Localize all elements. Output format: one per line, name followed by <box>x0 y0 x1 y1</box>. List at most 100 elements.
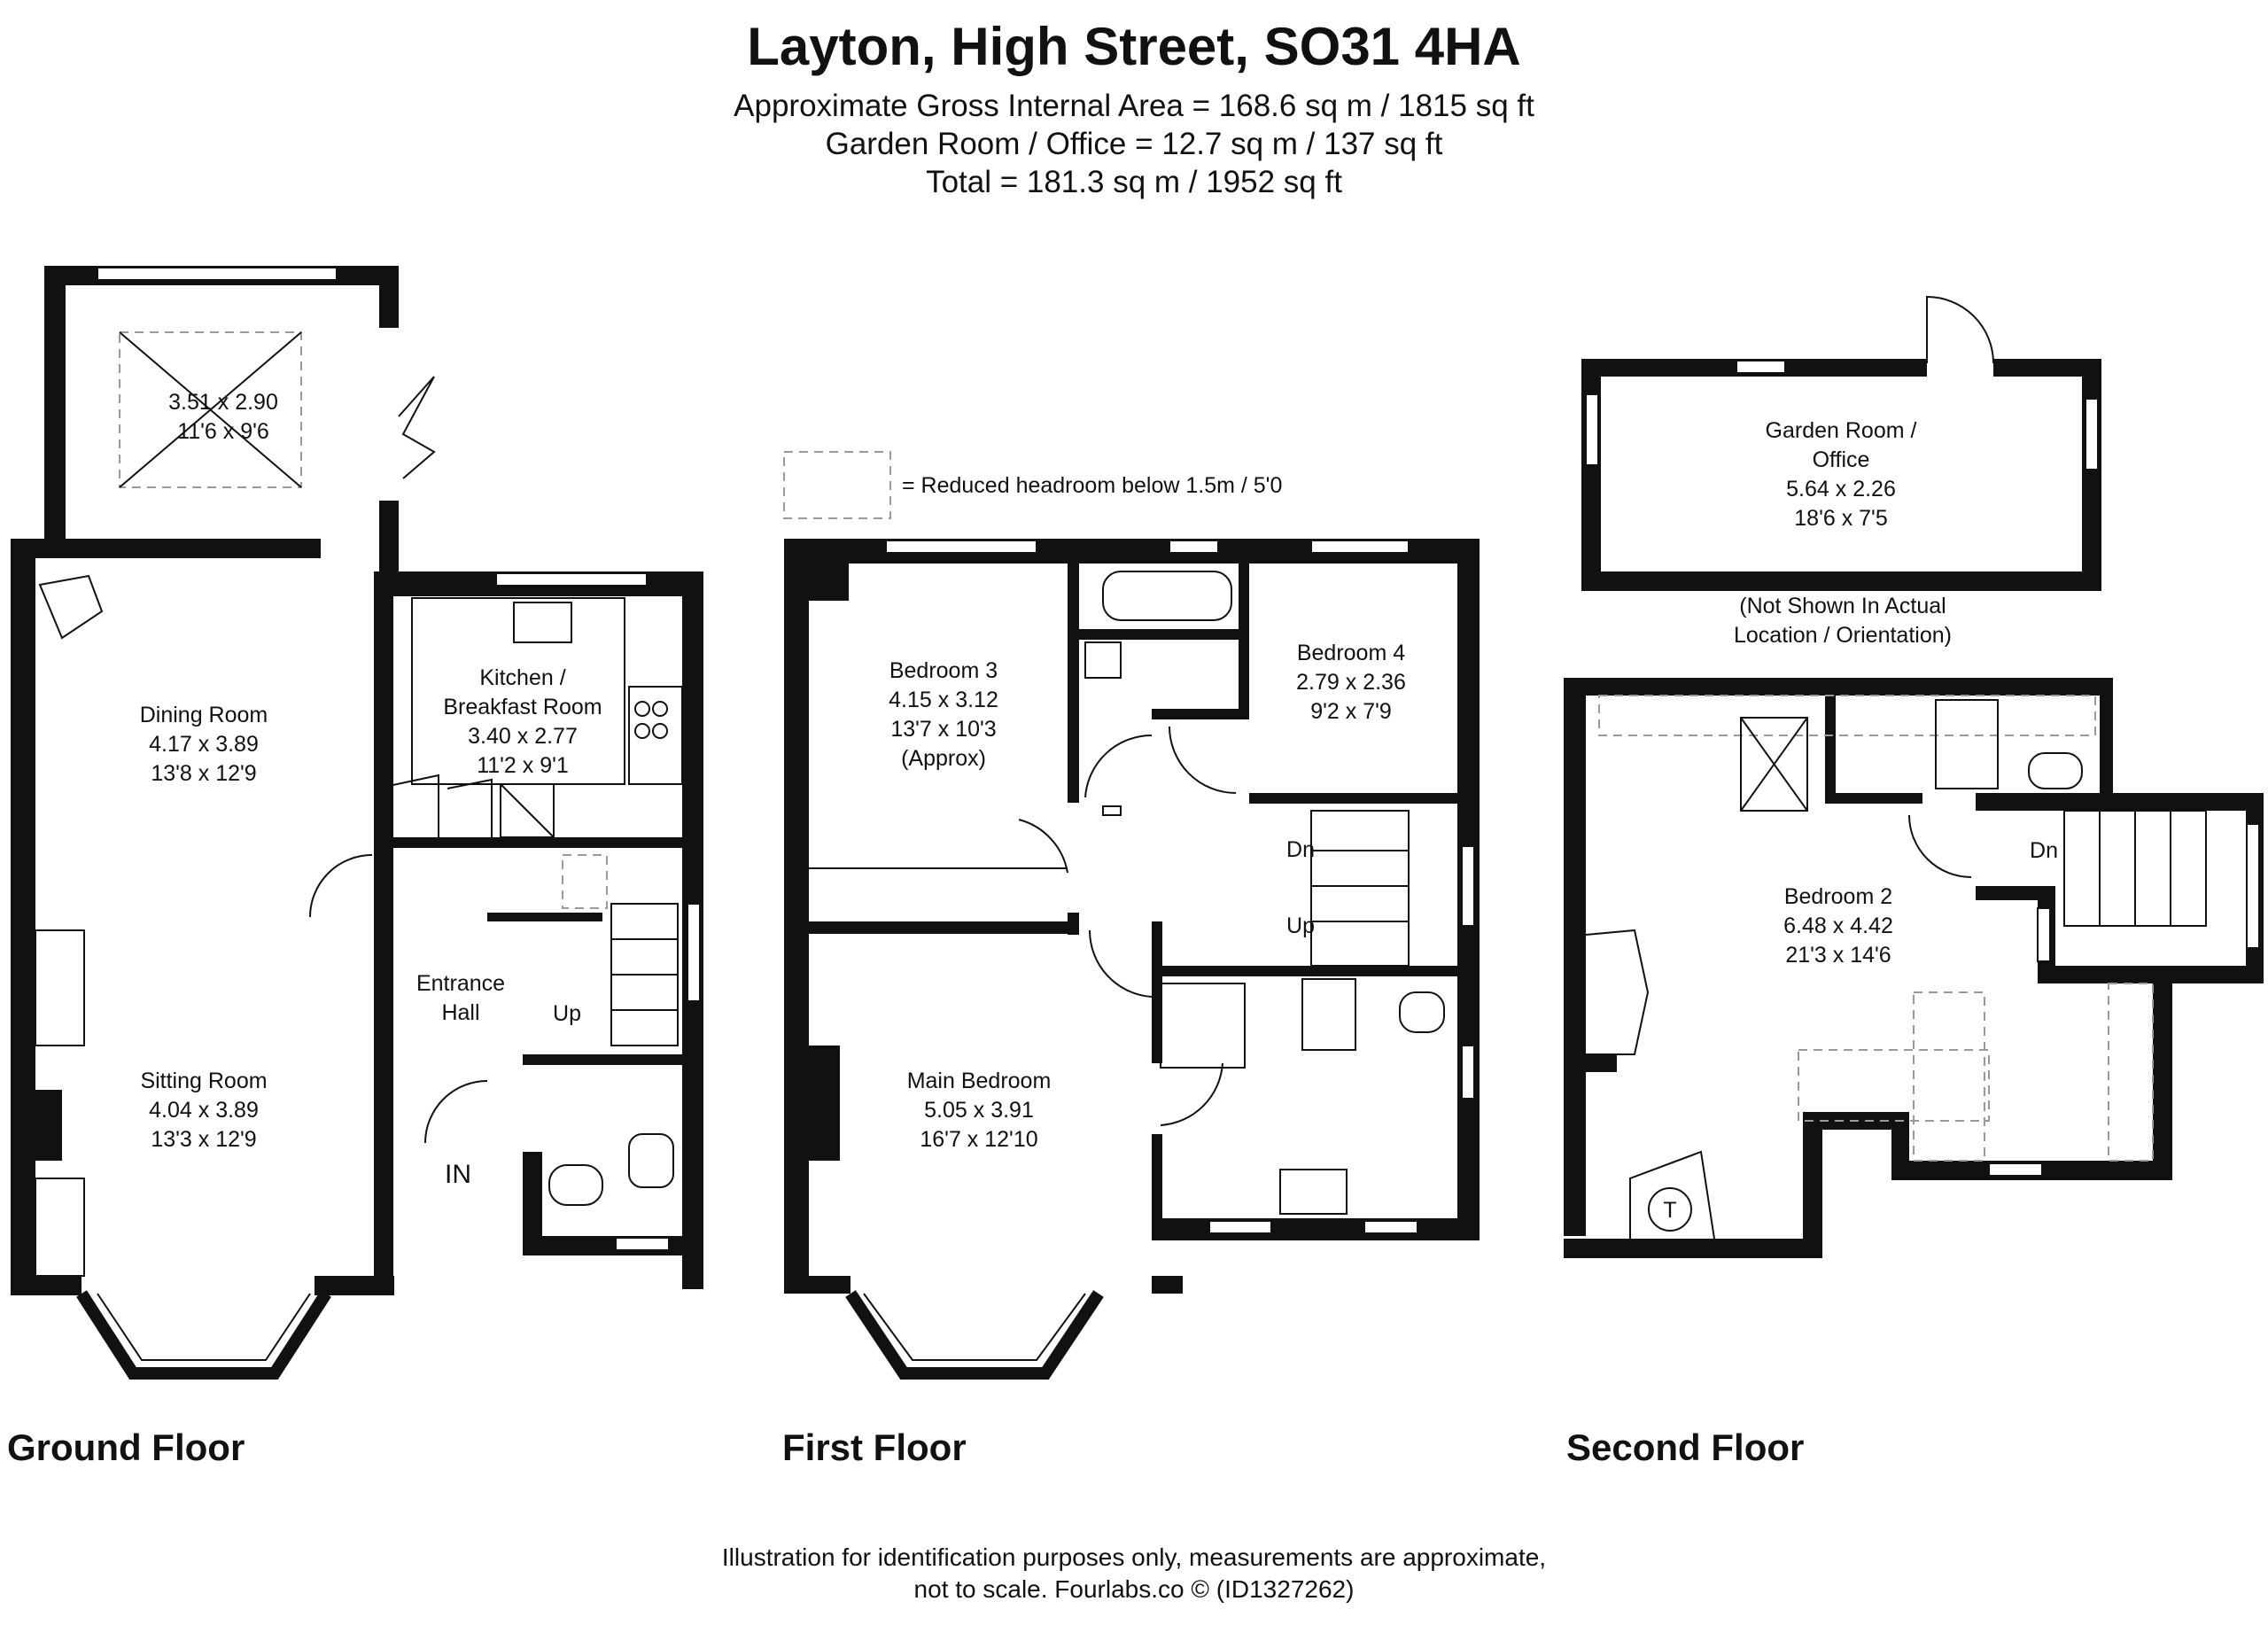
kitchen-metric: 3.40 x 2.77 <box>468 724 578 749</box>
legend-swatch <box>783 451 891 519</box>
second-floor-plan <box>1564 678 2264 1258</box>
wall <box>379 266 399 328</box>
bath <box>1102 571 1232 621</box>
wall <box>1564 678 1586 1236</box>
first-floor-label: First Floor <box>782 1426 967 1468</box>
page-title: Layton, High Street, SO31 4HA <box>747 17 1521 76</box>
sitting-room-metric: 4.04 x 3.89 <box>149 1098 259 1123</box>
kitchen-sink <box>513 602 572 643</box>
hob <box>628 686 683 785</box>
window <box>97 267 338 281</box>
conservatory-metric: 3.51 x 2.90 <box>168 390 278 415</box>
toilet <box>1399 991 1445 1033</box>
bedroom3-note: (Approx) <box>901 746 986 771</box>
window <box>2085 398 2099 470</box>
skylight <box>1740 717 1808 812</box>
shower <box>1935 699 1999 789</box>
hob-ring <box>652 723 668 739</box>
wall <box>374 837 688 848</box>
door-opening <box>1927 354 1993 381</box>
bay-window <box>863 1293 1086 1361</box>
shower <box>1160 983 1246 1069</box>
reduced-headroom-area <box>119 331 302 488</box>
wall <box>1068 564 1079 803</box>
kitchen-name-2: Breakfast Room <box>443 695 602 719</box>
hob-ring <box>634 723 650 739</box>
ground-floor-plan <box>11 266 703 1380</box>
wall <box>11 539 35 1292</box>
kitchen-name-1: Kitchen / <box>479 665 565 690</box>
cupboard <box>447 778 493 837</box>
water-tank-icon <box>1648 1187 1692 1232</box>
bedroom3-imperial: 13'7 x 10'3 <box>890 717 996 742</box>
bedroom4-imperial: 9'2 x 7'9 <box>1310 699 1392 724</box>
wall <box>487 913 602 921</box>
door-swing <box>1169 726 1237 794</box>
wall <box>1564 1239 1822 1258</box>
wall <box>1152 966 1457 976</box>
legend-text: = Reduced headroom below 1.5m / 5'0 <box>902 473 1282 498</box>
orientation-note-1: (Not Shown In Actual <box>1739 594 1946 618</box>
wall <box>784 1276 850 1294</box>
window <box>1363 1220 1418 1234</box>
gross-area-text: Approximate Gross Internal Area = 168.6 … <box>734 89 1534 123</box>
bedroom2-metric: 6.48 x 4.42 <box>1783 913 1893 938</box>
wall <box>1239 564 1249 719</box>
wall <box>2038 966 2264 983</box>
wall <box>1976 793 2264 811</box>
basin <box>628 1133 674 1188</box>
cupboard <box>1301 978 1356 1051</box>
basin <box>1279 1169 1348 1215</box>
door-swing <box>1908 814 1972 878</box>
wall <box>2153 983 2172 1174</box>
toilet <box>2028 752 2083 789</box>
wall <box>1068 913 1079 935</box>
garden-room-name-2: Office <box>1813 447 1870 472</box>
wall <box>1976 886 2055 900</box>
first-stairs-down: Dn <box>1286 837 1315 862</box>
alcove-cupboard <box>35 929 85 1046</box>
disclaimer-line-2: not to scale. Fourlabs.co © (ID1327262) <box>913 1575 1355 1603</box>
second-stairs-down: Dn <box>2030 838 2058 863</box>
wall <box>1581 359 2100 377</box>
bedroom3-metric: 4.15 x 3.12 <box>889 688 998 712</box>
wall <box>523 1152 542 1255</box>
toilet <box>548 1164 603 1206</box>
window <box>1169 540 1219 554</box>
window <box>885 540 1037 554</box>
chimney-breast <box>35 1090 62 1161</box>
cupboard <box>376 773 439 837</box>
window <box>1461 1045 1475 1100</box>
wall <box>1079 629 1239 640</box>
fixture <box>1102 805 1122 816</box>
wall <box>11 1276 82 1295</box>
dining-room-name: Dining Room <box>140 703 268 727</box>
total-area-text: Total = 181.3 sq m / 1952 sq ft <box>926 165 1342 199</box>
wall <box>1152 1276 1183 1294</box>
door-swing <box>1926 295 1994 364</box>
ground-floor-label: Ground Floor <box>7 1426 245 1468</box>
fireplace <box>38 574 104 640</box>
window <box>495 572 648 587</box>
entrance-hall-name-2: Hall <box>441 1000 479 1025</box>
window <box>1988 1162 2043 1177</box>
door-swing <box>309 854 373 918</box>
garden-room-imperial: 18'6 x 7'5 <box>1794 506 1887 531</box>
basin <box>1084 641 1122 679</box>
skylight-line <box>1740 717 1808 812</box>
alcove-cupboard <box>35 1178 85 1277</box>
hob-ring <box>634 701 650 717</box>
window <box>1461 845 1475 927</box>
first-floor-plan <box>784 539 1480 1380</box>
garden-room-labels: Garden Room / Office 5.64 x 2.26 18'6 x … <box>1734 418 1952 648</box>
window <box>615 1237 670 1251</box>
bedroom4-metric: 2.79 x 2.36 <box>1296 670 1406 695</box>
window <box>2037 907 2051 962</box>
bedroom4-name: Bedroom 4 <box>1297 641 1405 665</box>
wall <box>374 917 384 1094</box>
wall <box>1564 1054 1617 1072</box>
tank-label: T <box>1663 1198 1676 1223</box>
wall <box>523 1054 682 1065</box>
reduced-headroom-area <box>1598 695 2096 736</box>
